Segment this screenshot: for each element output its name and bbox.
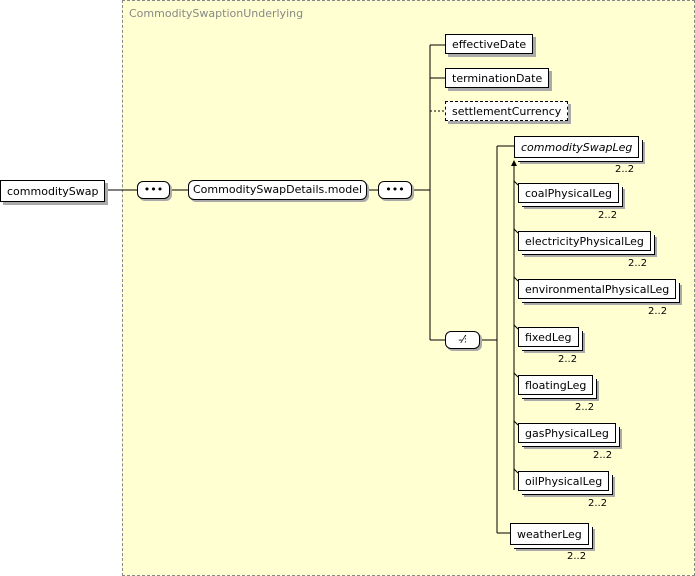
choice-icon: -⁄⫶ <box>458 333 467 346</box>
cardinality: 2..2 <box>615 164 635 175</box>
element-commodity-swap-leg[interactable]: commoditySwapLeg <box>514 136 640 158</box>
element-weather-leg[interactable]: weatherLeg <box>510 523 589 545</box>
element-effective-date[interactable]: effectiveDate <box>445 34 534 54</box>
substitution-tick <box>513 468 519 474</box>
substitution-tick <box>513 420 519 426</box>
container-title: CommoditySwaptionUnderlying <box>129 7 304 20</box>
cardinality: 2..2 <box>648 306 668 317</box>
group-commodity-swap-details-model[interactable]: CommoditySwapDetails.model <box>188 180 368 200</box>
substitution-tick <box>513 276 519 282</box>
substitution-tick <box>513 228 519 234</box>
cardinality: 2..2 <box>598 210 618 221</box>
element-settlement-currency[interactable]: settlementCurrency <box>445 101 569 121</box>
element-floating-leg[interactable]: floatingLeg <box>518 375 594 395</box>
sequence-compositor-2[interactable]: ••• <box>378 181 412 199</box>
element-coal-physical-leg[interactable]: coalPhysicalLeg <box>518 183 620 203</box>
element-electricity-physical-leg[interactable]: electricityPhysicalLeg <box>518 231 651 251</box>
cardinality: 2..2 <box>567 551 587 562</box>
substitution-tick <box>513 324 519 330</box>
sequence-compositor[interactable]: ••• <box>137 181 170 199</box>
choice-compositor[interactable]: -⁄⫶ <box>445 331 480 349</box>
element-termination-date[interactable]: terminationDate <box>445 68 550 88</box>
element-fixed-leg[interactable]: fixedLeg <box>518 327 579 347</box>
sequence-icon: ••• <box>385 183 405 196</box>
element-oil-physical-leg[interactable]: oilPhysicalLeg <box>518 471 610 491</box>
substitution-tick <box>513 180 519 186</box>
substitution-tick <box>513 372 519 378</box>
element-gas-physical-leg[interactable]: gasPhysicalLeg <box>518 423 616 443</box>
cardinality: 2..2 <box>628 258 648 269</box>
element-commodity-swap[interactable]: commoditySwap <box>0 180 105 202</box>
cardinality: 2..2 <box>558 354 578 365</box>
cardinality: 2..2 <box>575 402 595 413</box>
cardinality: 2..2 <box>588 498 608 509</box>
cardinality: 2..2 <box>593 450 613 461</box>
element-environmental-physical-leg[interactable]: environmentalPhysicalLeg <box>518 279 677 299</box>
sequence-icon: ••• <box>143 183 164 196</box>
